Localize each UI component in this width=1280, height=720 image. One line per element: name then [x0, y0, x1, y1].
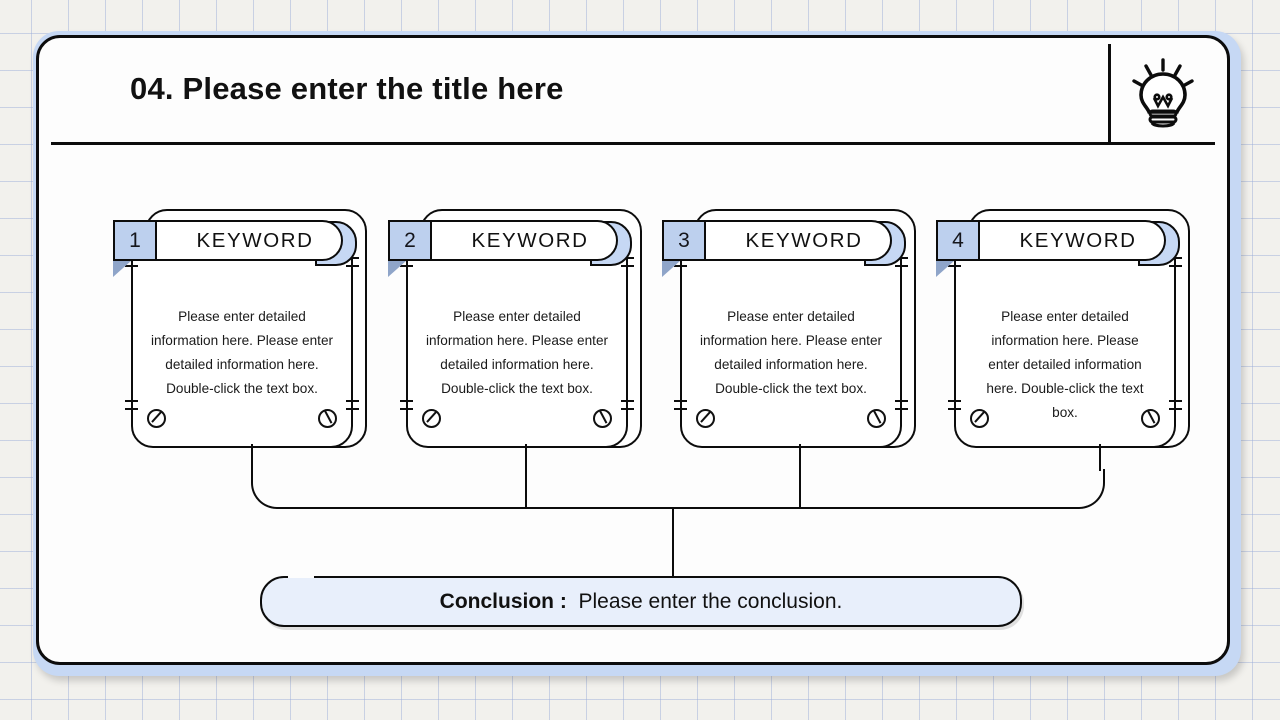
card-tick — [895, 408, 908, 410]
keyword-pill: KEYWORD — [406, 220, 618, 261]
card-number-badge: 4 — [936, 220, 980, 261]
card-tick — [895, 400, 908, 402]
card-tick — [621, 400, 634, 402]
badge-tail — [113, 261, 131, 277]
card-tick — [674, 400, 687, 402]
keyword-label: KEYWORD — [1019, 228, 1137, 252]
screw-icon — [422, 409, 441, 428]
card-description: Please enter detailed information here. … — [425, 309, 609, 396]
card-tick — [621, 265, 634, 267]
card-tick — [1169, 400, 1182, 402]
card-tick — [346, 408, 359, 410]
card-header: KEYWORD 4 — [936, 220, 1180, 277]
card-tick — [346, 257, 359, 259]
badge-tail — [662, 261, 680, 277]
card-tick — [346, 400, 359, 402]
card-description: Please enter detailed information here. … — [699, 309, 883, 396]
card-tick — [125, 400, 138, 402]
card-tick — [674, 265, 687, 267]
card-tick — [621, 408, 634, 410]
screw-icon — [970, 409, 989, 428]
keyword-label: KEYWORD — [745, 228, 863, 252]
conclusion-text: Conclusion : Please enter the conclusion… — [440, 590, 843, 614]
card-body: Please enter detailed information here. … — [125, 241, 359, 448]
conclusion-dash — [288, 575, 314, 578]
card-tick — [400, 400, 413, 402]
card-body: Please enter detailed information here. … — [948, 241, 1182, 448]
card-body: Please enter detailed information here. … — [400, 241, 634, 448]
keyword-label: KEYWORD — [196, 228, 314, 252]
page-title-text: Please enter the title here — [173, 71, 564, 106]
card-header: KEYWORD 1 — [113, 220, 357, 277]
connector-bracket — [251, 469, 1105, 509]
screw-icon — [593, 409, 612, 428]
card-body: Please enter detailed information here. … — [674, 241, 908, 448]
screw-icon — [1141, 409, 1160, 428]
card-number-badge: 3 — [662, 220, 706, 261]
lightbulb-icon — [1111, 44, 1215, 142]
badge-tail — [936, 261, 954, 277]
keyword-pill: KEYWORD — [131, 220, 343, 261]
card-tick — [400, 408, 413, 410]
card-description: Please enter detailed information here. … — [986, 309, 1144, 420]
card-number-badge: 1 — [113, 220, 157, 261]
conclusion-value: Please enter the conclusion. — [578, 589, 843, 613]
card-tick — [1169, 408, 1182, 410]
card-connector-1 — [251, 444, 254, 471]
screw-icon — [696, 409, 715, 428]
card-header: KEYWORD 3 — [662, 220, 906, 277]
header-divider — [1108, 44, 1111, 142]
card-tick — [948, 265, 961, 267]
card-tick — [1169, 265, 1182, 267]
keyword-pill: KEYWORD — [954, 220, 1166, 261]
page-title: 04. Please enter the title here — [130, 71, 564, 107]
card-tick — [895, 265, 908, 267]
card-tick — [895, 257, 908, 259]
card-tick — [674, 408, 687, 410]
screw-icon — [867, 409, 886, 428]
screw-icon — [147, 409, 166, 428]
card-tick — [1169, 257, 1182, 259]
slide-header: 04. Please enter the title here — [51, 44, 1215, 145]
conclusion-bar[interactable]: Conclusion : Please enter the conclusion… — [260, 575, 1022, 627]
slide-inner: 04. Please enter the title here — [36, 35, 1230, 665]
card-tick — [621, 257, 634, 259]
card-header: KEYWORD 2 — [388, 220, 632, 277]
card-description: Please enter detailed information here. … — [150, 309, 334, 396]
card-tick — [125, 408, 138, 410]
slide-frame: 04. Please enter the title here — [33, 31, 1241, 676]
card-connector-4 — [1099, 444, 1102, 471]
conclusion-label: Conclusion : — [439, 589, 567, 613]
keyword-label: KEYWORD — [471, 228, 589, 252]
badge-tail — [388, 261, 406, 277]
card-tick — [948, 408, 961, 410]
card-tick — [948, 400, 961, 402]
card-connector-3 — [799, 444, 802, 507]
keyword-pill: KEYWORD — [680, 220, 892, 261]
card-tick — [400, 265, 413, 267]
card-connector-2 — [525, 444, 528, 507]
card-number-badge: 2 — [388, 220, 432, 261]
page-title-number: 04. — [130, 71, 174, 106]
card-tick — [125, 265, 138, 267]
screw-icon — [318, 409, 337, 428]
slide-body: Please enter detailed information here. … — [39, 139, 1227, 662]
conclusion-connector — [672, 507, 675, 581]
card-tick — [346, 265, 359, 267]
